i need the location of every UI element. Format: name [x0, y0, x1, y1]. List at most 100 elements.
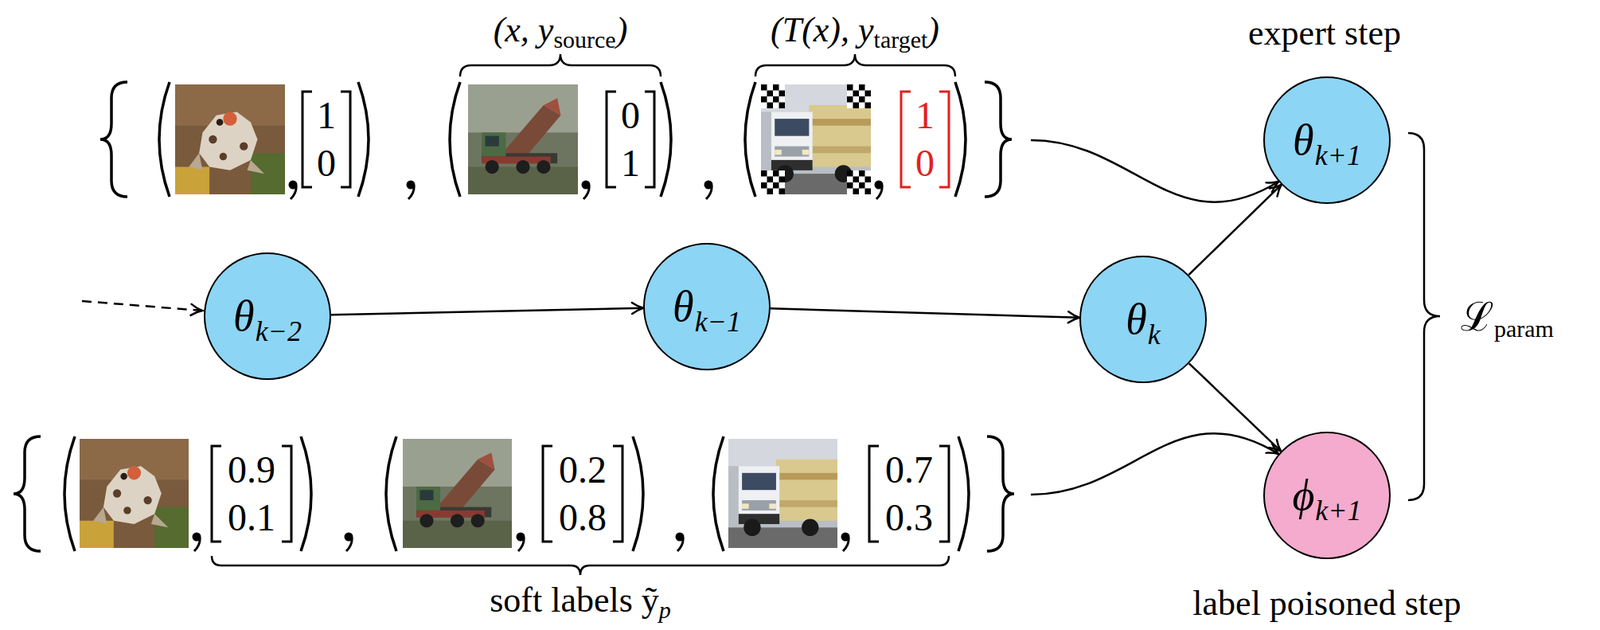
poisoned-dataset: 1 0 0 1 1 0 [87, 78, 1023, 203]
vector-slot: 0.9 0.1 [227, 445, 276, 542]
trigger-patches [760, 84, 871, 195]
label-text: expert step [1248, 13, 1401, 53]
label-part: p [659, 596, 672, 623]
parameter-subscript: k+1 [1315, 494, 1362, 527]
step-label: label poisoned step [1192, 584, 1461, 623]
parenthesis [660, 81, 672, 197]
label-part: ) [927, 10, 940, 50]
set-delimiters [100, 81, 1012, 197]
curly-brace [100, 81, 128, 197]
square-bracket [211, 445, 222, 542]
parenthesis [358, 81, 369, 197]
square-bracket [340, 91, 351, 188]
parameter-label: θk−2 [233, 294, 302, 338]
parameter-label: θk+1 [1292, 118, 1362, 162]
vector-slot: 0 1 [620, 91, 640, 188]
label-text: label poisoned step [1192, 583, 1461, 623]
parameter-subscript: k [1147, 318, 1161, 351]
soft-label-vector: 0.7 0.3 [885, 445, 933, 542]
comma [704, 180, 714, 200]
label-vector: 1 0 [915, 91, 935, 188]
parameter-node: θk [1079, 255, 1207, 383]
horizontal-brace [460, 54, 661, 77]
parameter-label: ϕk+1 [1291, 473, 1362, 517]
parenthesis [713, 436, 724, 551]
dump-truck-image [468, 84, 578, 195]
trigger-patch [760, 84, 785, 109]
label-part: target [874, 26, 929, 53]
parameter-symbol: ϕ [1291, 471, 1315, 520]
formula-label: (x, ysource) [493, 11, 629, 50]
square-bracket [606, 91, 617, 188]
parenthesis [159, 81, 170, 197]
comma [581, 180, 591, 200]
trigger-patch [760, 170, 785, 195]
square-bracket [542, 445, 553, 542]
expert-parameter-node: θk+1 [1263, 76, 1391, 204]
connector-arrow [331, 308, 644, 316]
parenthesis [64, 436, 75, 551]
parenthesis [958, 436, 969, 551]
parameter-label: θk−1 [672, 284, 742, 328]
frog-image [175, 84, 285, 195]
soft-labels-caption: soft labels ỹp [489, 581, 672, 620]
parameter-subscript: k+1 [1315, 139, 1362, 172]
vector-slot: 1 0 [316, 91, 336, 188]
label-text: (T(x), y [770, 10, 875, 50]
label-part: param [1494, 315, 1554, 342]
comma [192, 532, 202, 552]
loss-label: ℒparam [1460, 295, 1554, 340]
trigger-patch [846, 84, 871, 109]
trigger-patch [846, 170, 871, 195]
parameter-symbol: θ [1125, 295, 1148, 344]
connector-arrow [1030, 433, 1279, 495]
comma [516, 532, 526, 552]
truck-image [760, 84, 871, 195]
curly-brace [984, 81, 1012, 197]
frog-image [79, 438, 189, 548]
parenthesis [386, 436, 397, 551]
comma [288, 180, 298, 200]
parameter-symbol: θ [1292, 116, 1315, 164]
square-bracket [302, 91, 313, 188]
label-text: soft labels ỹ [489, 580, 660, 620]
label-text: (x, y [493, 10, 555, 50]
square-bracket [281, 445, 292, 542]
parameter-subscript: k−1 [694, 305, 742, 338]
dashed-incoming-arrow [81, 300, 203, 311]
dump-truck-image [402, 438, 512, 548]
label-text: ℒ [1460, 294, 1495, 340]
vector-brackets [211, 445, 949, 542]
poisoned-parameter-node: ϕk+1 [1263, 431, 1391, 559]
connector-arrow [1030, 140, 1279, 203]
vector-slot: 1 0 [915, 91, 935, 188]
parameter-node: θk−1 [643, 242, 771, 371]
vector-slot: 0.2 0.8 [558, 445, 607, 542]
soft-label-vector: 0.2 0.8 [558, 445, 607, 542]
step-label: expert step [1248, 14, 1401, 53]
connector-arrow [1188, 184, 1281, 275]
parenthesis [449, 81, 461, 197]
square-bracket [869, 445, 879, 542]
square-bracket [612, 445, 623, 542]
trigger-patch-bg [846, 84, 871, 109]
over-braces [460, 54, 956, 77]
parenthesis [955, 81, 966, 197]
parameter-symbol: θ [233, 292, 255, 340]
label-part: source [553, 26, 616, 53]
horizontal-brace [755, 54, 956, 77]
label-part: ) [616, 10, 629, 50]
curly-brace [13, 436, 41, 551]
trigger-patch-bg [760, 170, 785, 195]
set-delimiters [13, 436, 1015, 551]
parenthesis [632, 436, 644, 551]
under-brace [211, 555, 949, 575]
comma [344, 532, 354, 552]
formula-label: (T(x), ytarget) [770, 11, 940, 50]
parameter-subscript: k−2 [255, 315, 302, 348]
loss-brace [1408, 132, 1440, 500]
curly-brace [987, 436, 1015, 551]
parameter-label: θk [1125, 297, 1161, 341]
square-bracket [939, 91, 949, 188]
